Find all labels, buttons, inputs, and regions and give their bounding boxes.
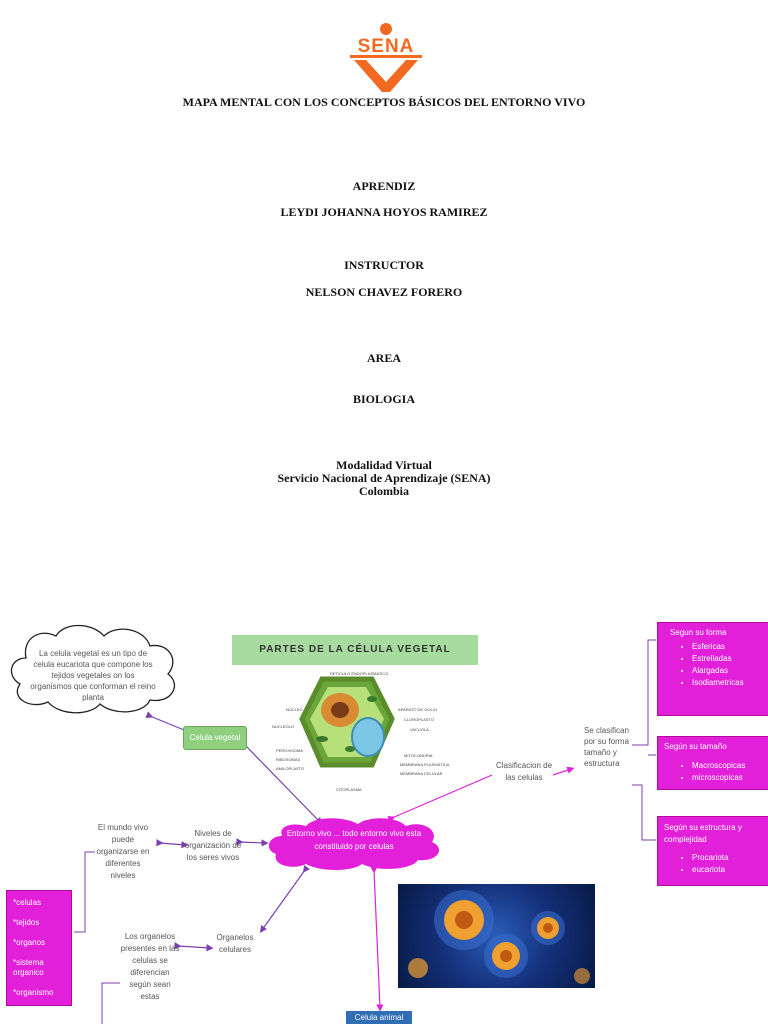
box-segun-estructura: Según su estructura y complejidad Procar… [657, 816, 768, 886]
node-organelos-celulares: Organelos celulares [216, 933, 254, 954]
box-niveles-list: *celulas *tejidos *organos *sistema orga… [6, 890, 72, 1006]
node-celula-vegetal: Celula vegetal [183, 726, 247, 750]
footer-modalidad: Modalidad Virtual [336, 458, 432, 472]
instructor-name: NELSON CHAVEZ FORERO [305, 285, 463, 299]
plant-cell-figure: PARTES DE LA CÉLULA VEGETAL RETICULO END… [232, 635, 480, 797]
label-peroxisoma: PEROXISOMA [276, 748, 303, 753]
instructor-label: INSTRUCTOR [344, 258, 424, 272]
footer-pais: Colombia [358, 484, 409, 498]
list-estructura: Procariota eucariota [658, 852, 768, 876]
list-tamano: Macroscopicas microscopicas [658, 760, 768, 784]
cloud-text: La celula vegetal es un tipo de celula e… [30, 649, 156, 702]
list-item: Estrelladas [692, 653, 768, 665]
node-mundo-vivo: El mundo vivo puede organizarse en difer… [96, 823, 150, 880]
document-title: MAPA MENTAL CON LOS CONCEPTOS BÁSICOS DE… [182, 95, 586, 109]
sena-logo-text: SENA [357, 36, 415, 57]
area-label: AREA [366, 351, 401, 365]
label-reticulo: RETICULO ENDOPLASMATICO [330, 671, 389, 676]
footer-institucion: Servicio Nacional de Aprendizaje (SENA) [277, 471, 491, 485]
node-se-clasifican: Se clasifican por su forma tamaño y estr… [584, 726, 629, 768]
list-item: Esfericas [692, 641, 768, 653]
label-nucleolo: NUCLEOLO [272, 724, 295, 729]
area-value: BIOLOGIA [352, 392, 415, 406]
list-item: Alargadas [692, 665, 768, 677]
cell-diagram-icon [299, 676, 395, 768]
box-segun-tamano-title: Según su tamaño [664, 742, 727, 751]
list-item: eucariota [692, 864, 768, 876]
cell-banner: PARTES DE LA CÉLULA VEGETAL [232, 635, 478, 665]
label-nucleo: NÚCLEO [286, 707, 303, 712]
node-celula-animal: Celula animal [346, 1011, 412, 1024]
box-segun-estructura-title: Según su estructura y complejidad [664, 823, 742, 844]
list-item: Isodiametricas [692, 677, 768, 689]
entorno-cloud-shape [268, 818, 440, 870]
node-organelos-desc: Los organelos presentes en las celulas s… [120, 932, 180, 1001]
label-ribosomas: RIBOSOMAS [276, 757, 301, 762]
label-golgi: APARATO DE GOLGI [398, 707, 437, 712]
list-item: *organismo [13, 988, 54, 997]
label-amiloplasto: AMILOPLASTO [276, 766, 305, 771]
aprendiz-label: APRENDIZ [352, 179, 416, 193]
node-niveles-organizacion: Niveles de organización de los seres viv… [184, 829, 242, 862]
list-item: Macroscopicas [692, 760, 768, 772]
entorno-text: Entorno vivo ... todo entorno vivo esta … [286, 829, 422, 851]
cloud-shape [10, 624, 175, 714]
label-membrana-plasmatica: MEMBRANA PLASMÁTICA [400, 762, 450, 767]
cells-photo-icon [408, 890, 590, 984]
box-segun-forma: Segun su forma Esfericas Estrelladas Ala… [657, 622, 768, 716]
list-item: Procariota [692, 852, 768, 864]
list-item: microscopicas [692, 772, 768, 784]
list-item: *celulas [13, 898, 42, 907]
sena-logo-icon [350, 23, 422, 92]
sena-logo: SENA [348, 20, 424, 94]
list-item: *sistema organico [13, 958, 44, 977]
node-entorno-vivo: Entorno vivo ... todo entorno vivo esta … [262, 814, 446, 870]
list-item: *organos [13, 938, 46, 947]
cloud-definition: La celula vegetal es un tipo de celula e… [2, 618, 184, 718]
box-segun-forma-title: Segun su forma [670, 628, 727, 637]
label-citoplasma: CITOPLASMA [336, 787, 362, 792]
aprendiz-name: LEYDI JOHANNA HOYOS RAMIREZ [280, 205, 488, 219]
label-cloroplasto: CLOROPLASTO [404, 717, 434, 722]
list-forma: Esfericas Estrelladas Alargadas Isodiame… [658, 641, 768, 689]
label-membrana-celular: MEMBRANA CELULAR [400, 771, 443, 776]
list-item: *tejidos [13, 918, 40, 927]
node-clasificacion: Clasificacion de las celulas [495, 761, 553, 782]
label-mitocondria: MITOCONDRIA [404, 753, 433, 758]
box-segun-tamano: Según su tamaño Macroscopicas microscopi… [657, 736, 768, 790]
animal-cells-image [398, 884, 595, 988]
label-vacuola: VACUOLA [410, 727, 429, 732]
